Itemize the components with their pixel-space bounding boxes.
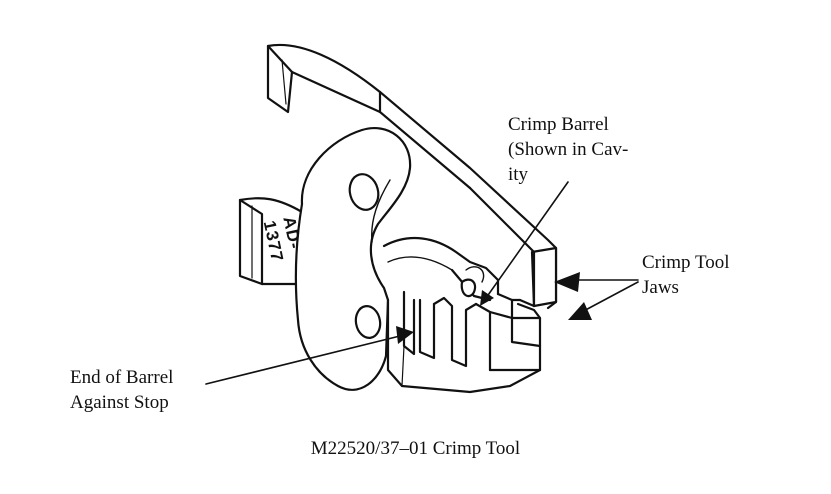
- barrel-stop-callout: End of Barrel Against Stop: [70, 365, 173, 415]
- callout-line: (Shown in Cav-: [508, 139, 629, 160]
- part-marking-text: AD-1377: [259, 214, 305, 264]
- upper-jaw: [468, 186, 558, 320]
- callout-line: Against Stop: [70, 392, 169, 413]
- callout-line: Crimp Barrel: [508, 114, 609, 135]
- figure-caption: M22520/37–01 Crimp Tool: [310, 438, 521, 459]
- lower-jaw-and-stop: [386, 290, 542, 394]
- crimp-barrel-callout: Crimp Barrel (Shown in Cav- ity: [508, 112, 628, 187]
- jaw-cavity: [382, 237, 500, 302]
- crimp-tool-jaws-callout: Crimp Tool Jaws: [642, 250, 730, 300]
- callout-line: ity: [508, 164, 529, 185]
- callout-line: End of Barrel: [70, 367, 174, 388]
- side-plate: [294, 127, 412, 391]
- callout-line: Crimp Tool: [642, 252, 730, 273]
- callout-line: Jaws: [642, 277, 679, 298]
- arrowheads: [396, 272, 592, 344]
